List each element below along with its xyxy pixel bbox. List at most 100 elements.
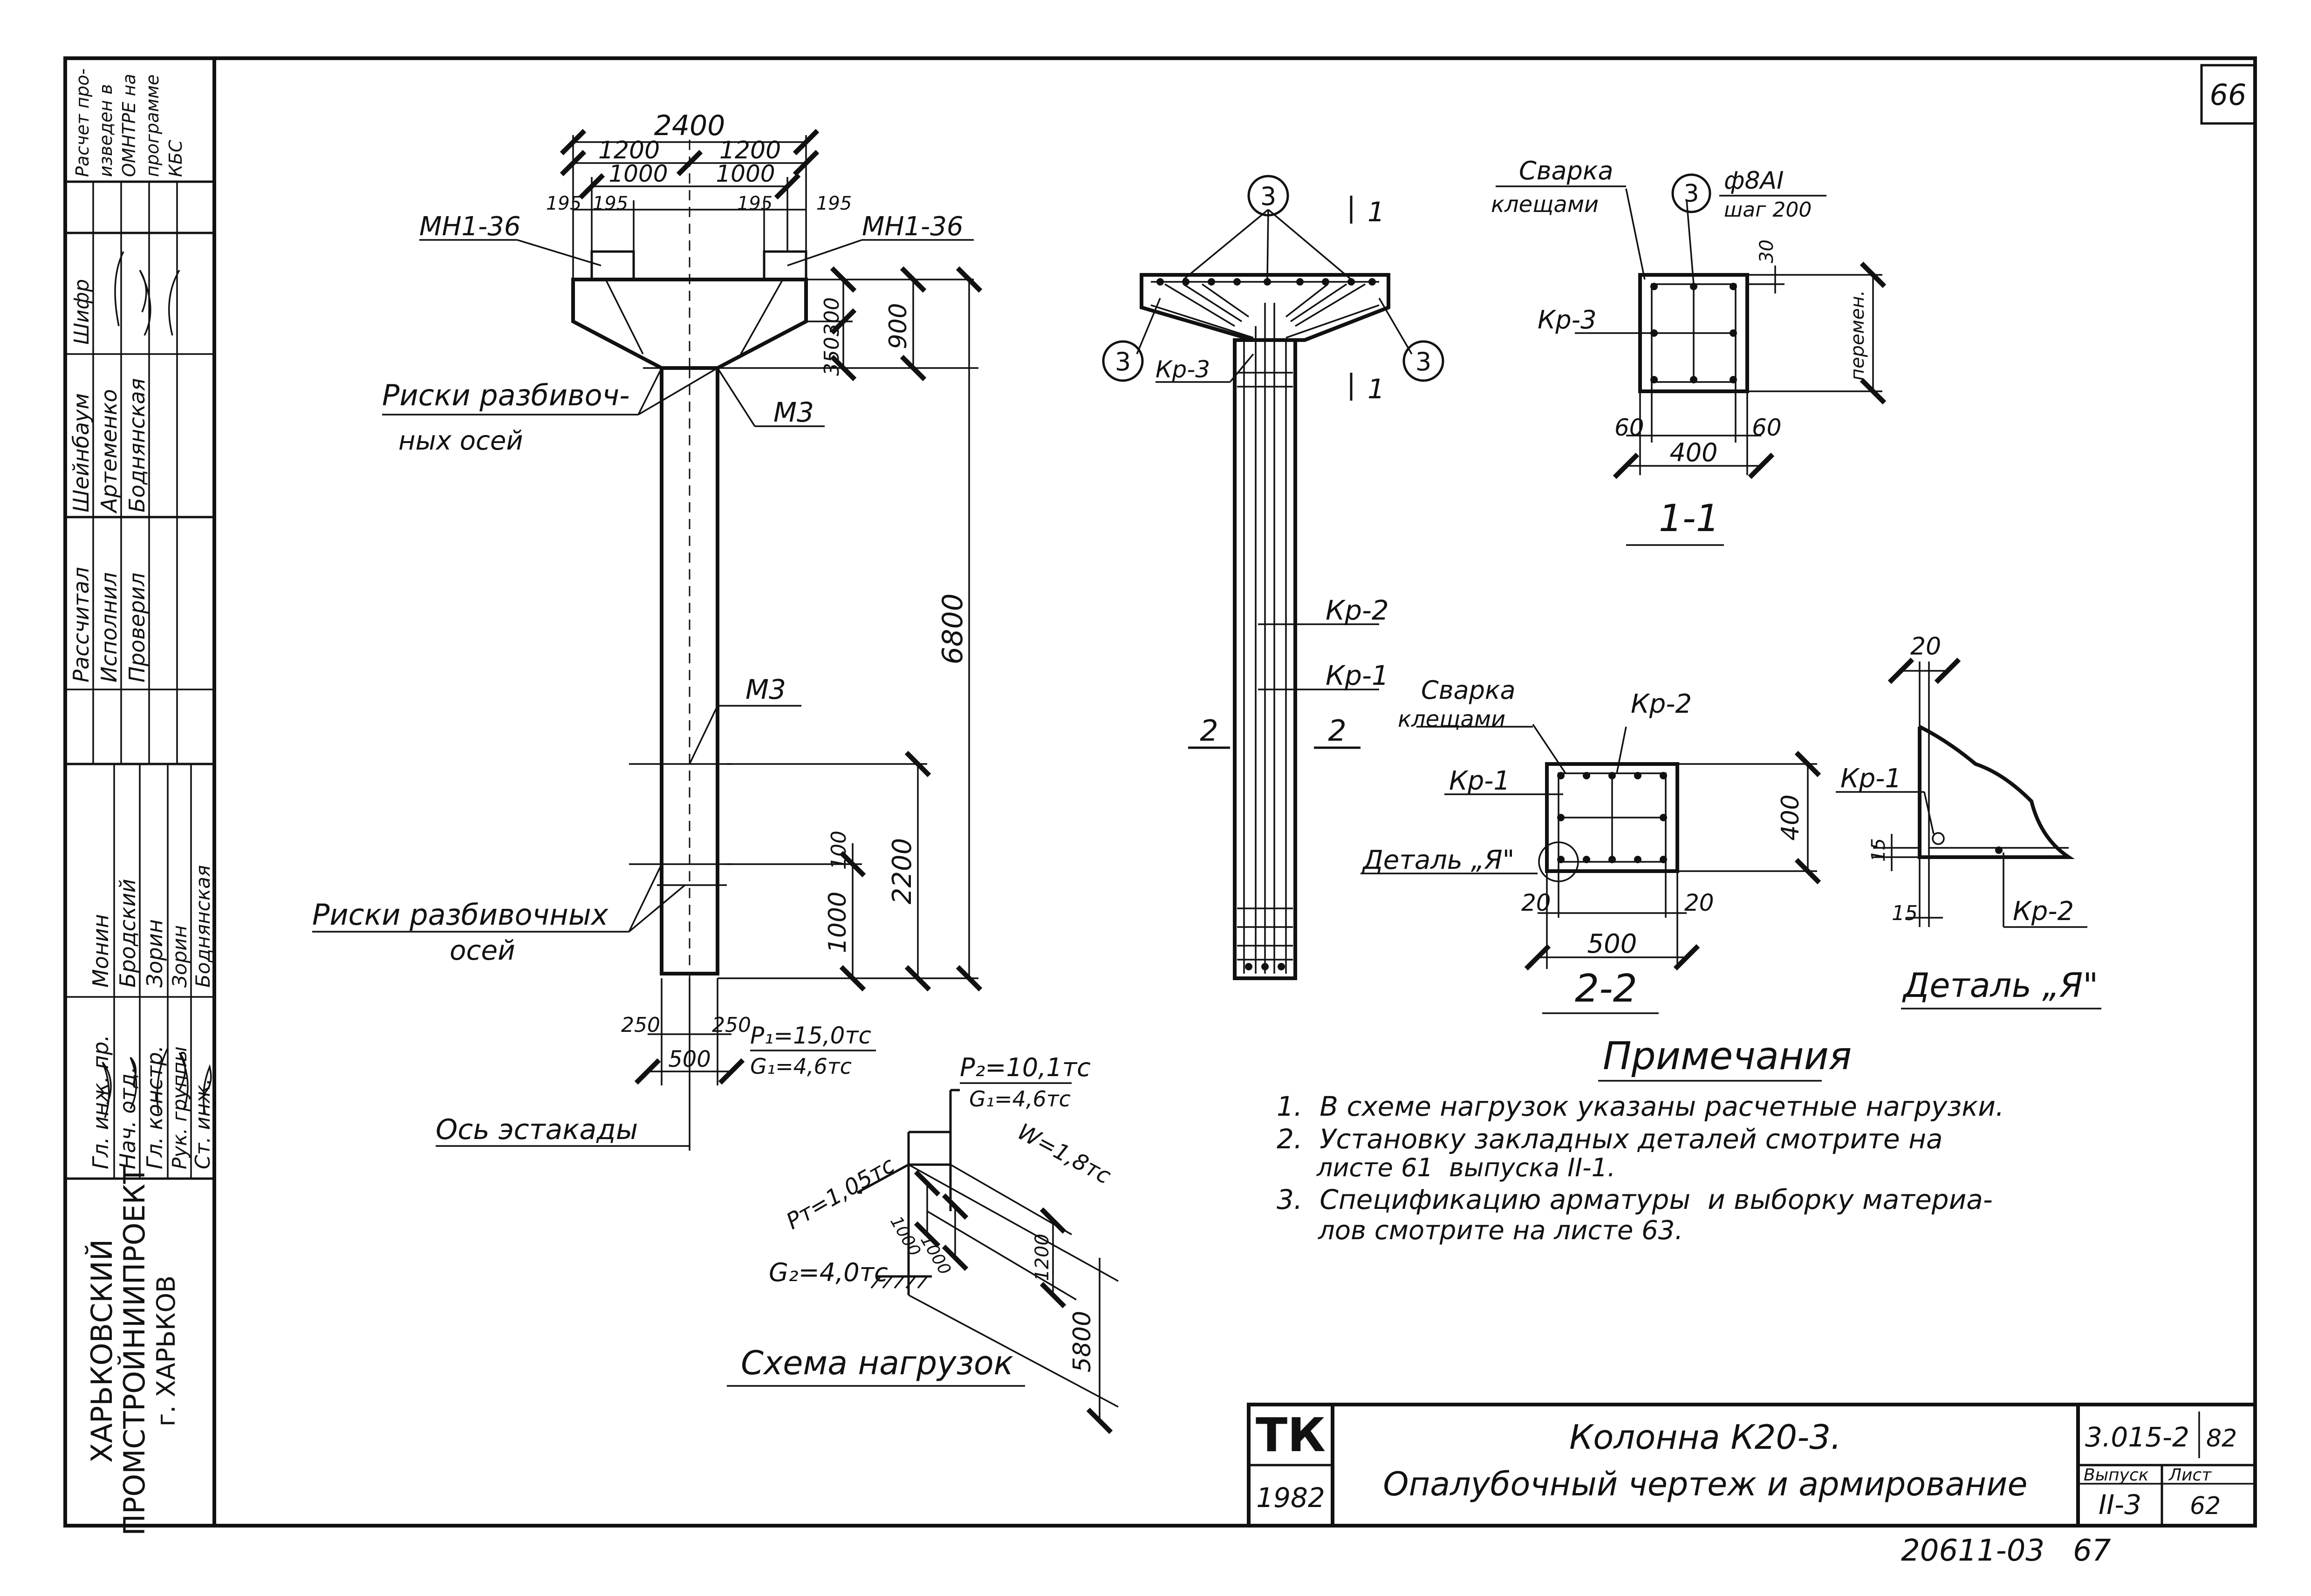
stamp-note-5: КБС — [165, 140, 186, 177]
dim-2200: 2200 — [887, 838, 917, 905]
dim-1000-left: 1000 — [609, 160, 668, 187]
org-line-2: ПРОМСТРОЙНИИПРОЕКТ — [117, 1166, 151, 1535]
da-dim-15-top: 15 — [1868, 838, 1889, 862]
dim-900: 900 — [884, 303, 912, 349]
elevation-vertical-dims — [718, 266, 983, 992]
s22-dim-20-right: 20 — [1684, 889, 1714, 916]
tb-sheet: 62 — [2190, 1492, 2221, 1520]
stamp-note-4: программе — [142, 75, 163, 177]
sheet-frame — [63, 56, 2257, 1528]
da-dim-20: 20 — [1910, 633, 1941, 661]
title-block — [1247, 1403, 2257, 1528]
tb-title-2: Опалубочный чертеж и армирование — [1383, 1465, 2027, 1503]
stamp-note-3: ОМНТРЕ на — [119, 74, 139, 177]
page-number: 66 — [2210, 78, 2247, 112]
section-2-right: 2 — [1328, 714, 1346, 748]
load-dim-1000a: 1000 — [886, 1213, 924, 1260]
s11-bar-marker: 3 — [1683, 180, 1699, 208]
dim-1200-right: 1200 — [719, 136, 781, 164]
note-line-4: 3. Спецификацию арматуры и выборку матер… — [1277, 1184, 1993, 1215]
label-mh-left: МН1-36 — [419, 211, 521, 242]
section-2-2 — [1361, 724, 1821, 971]
load-g1-right: G₁=4,6тс — [969, 1086, 1071, 1112]
dim-1200-left: 1200 — [598, 136, 660, 164]
s22-kp2: Кр-2 — [1631, 689, 1692, 719]
stamp-name-3: Зорин — [142, 919, 167, 988]
m3-lower: М3 — [745, 674, 786, 705]
s22-detail-ref: Деталь „Я" — [1361, 845, 1514, 875]
stamp-role-3: Гл. констр. — [142, 1045, 167, 1169]
dim-250-left: 250 — [621, 1013, 660, 1037]
risks-lower-1: Риски разбивочных — [312, 898, 609, 932]
detail-a — [1836, 657, 2087, 928]
da-dim-15-bottom: 15 — [1892, 901, 1918, 925]
section-2-left: 2 — [1200, 714, 1218, 748]
s11-dim-60-right: 60 — [1752, 414, 1782, 441]
notes-heading: Примечания — [1603, 1034, 1852, 1078]
s22-dim-500: 500 — [1587, 929, 1637, 959]
kp2-label: Кр-2 — [1326, 594, 1389, 626]
tb-issue: II-3 — [2099, 1489, 2141, 1521]
stamp-name-1: Монин — [88, 914, 113, 988]
stamp-name-2: Бродский — [115, 879, 140, 988]
load-g1-left: G₁=4,6тс — [750, 1054, 852, 1079]
tb-title-1: Колонна К20-3. — [1569, 1418, 1841, 1457]
m3-upper: М3 — [773, 396, 814, 428]
signatures — [102, 251, 212, 1119]
load-pt: Pт=1,05тс — [782, 1152, 899, 1235]
dim-2400: 2400 — [654, 109, 725, 142]
s11-weld-2: клещами — [1491, 191, 1599, 218]
s11-dim-var: перемен. — [1847, 290, 1868, 381]
reinforcement-view — [1102, 175, 1444, 980]
load-g2: G₂=4,0тс — [769, 1258, 888, 1287]
dim-195-a: 195 — [546, 193, 581, 214]
s22-weld-1: Сварка — [1421, 675, 1516, 705]
stamp-role-r1: Рассчитал — [68, 567, 94, 682]
s11-kp3: Кр-3 — [1538, 305, 1596, 334]
risks-lower-2: осей — [450, 934, 515, 966]
dim-300: 300 — [820, 297, 844, 336]
s11-bar-step: шаг 200 — [1724, 198, 1812, 222]
load-p2: P₂=10,1тс — [960, 1053, 1091, 1082]
marker-3-right: 3 — [1415, 347, 1431, 376]
stamp-name-r3: Боднянская — [124, 378, 150, 512]
tb-sheet-label: Лист — [2168, 1466, 2212, 1485]
dim-195-b: 195 — [593, 193, 628, 214]
side-stamp — [65, 180, 214, 1180]
stamp-role-4: Рук. группы — [168, 1046, 191, 1169]
label-mh-right: МН1-36 — [862, 211, 964, 242]
note-line-2: 2. Установку закладных деталей смотрите … — [1277, 1123, 1943, 1155]
dim-500: 500 — [668, 1046, 711, 1072]
risks-upper-2: ных осей — [398, 426, 523, 456]
s11-weld-1: Сварка — [1519, 156, 1614, 185]
risks-upper-1: Риски разбивоч- — [382, 378, 630, 412]
s11-dim-400: 400 — [1669, 438, 1717, 467]
marker-3-top: 3 — [1260, 182, 1276, 211]
tb-code-suffix: 82 — [2206, 1425, 2237, 1453]
note-line-5: лов смотрите на листе 63. — [1277, 1215, 1683, 1246]
note-line-3: листе 61 выпуска II-1. — [1277, 1153, 1615, 1182]
s22-kp1: Кр-1 — [1449, 766, 1510, 796]
stamp-name-5: Боднянская — [191, 865, 214, 988]
load-scheme-title: Схема нагрузок — [741, 1344, 1013, 1382]
bottom-note: 20611-03 67 — [1901, 1534, 2111, 1568]
da-title: Деталь „Я" — [1902, 966, 2098, 1005]
tb-issue-label: Выпуск — [2084, 1466, 2149, 1485]
load-dim-5800: 5800 — [1068, 1311, 1096, 1372]
load-dim-1000b: 1000 — [916, 1232, 954, 1278]
org-line-3: г. ХАРЬКОВ — [151, 1275, 181, 1426]
kp3-label: Кр-3 — [1156, 356, 1210, 383]
org-line-1: ХАРЬКОВСКИЙ — [85, 1239, 119, 1463]
s11-dim-60-left: 60 — [1614, 414, 1644, 441]
dim-250-right: 250 — [712, 1013, 751, 1037]
dim-195-d: 195 — [816, 193, 852, 214]
stamp-name-r1: Шейнбаум — [68, 393, 94, 512]
s11-title: 1-1 — [1659, 497, 1720, 540]
elevation-bottom-dims — [634, 978, 745, 1085]
s22-dim-20-left: 20 — [1521, 889, 1551, 916]
dim-350: 350 — [820, 337, 844, 376]
da-kp2: Кр-2 — [2013, 896, 2074, 927]
load-dim-1200: 1200 — [1032, 1234, 1053, 1281]
stamp-role-1: Гл. инж. пр. — [88, 1035, 113, 1169]
stamp-role-r3: Проверил — [124, 573, 150, 682]
